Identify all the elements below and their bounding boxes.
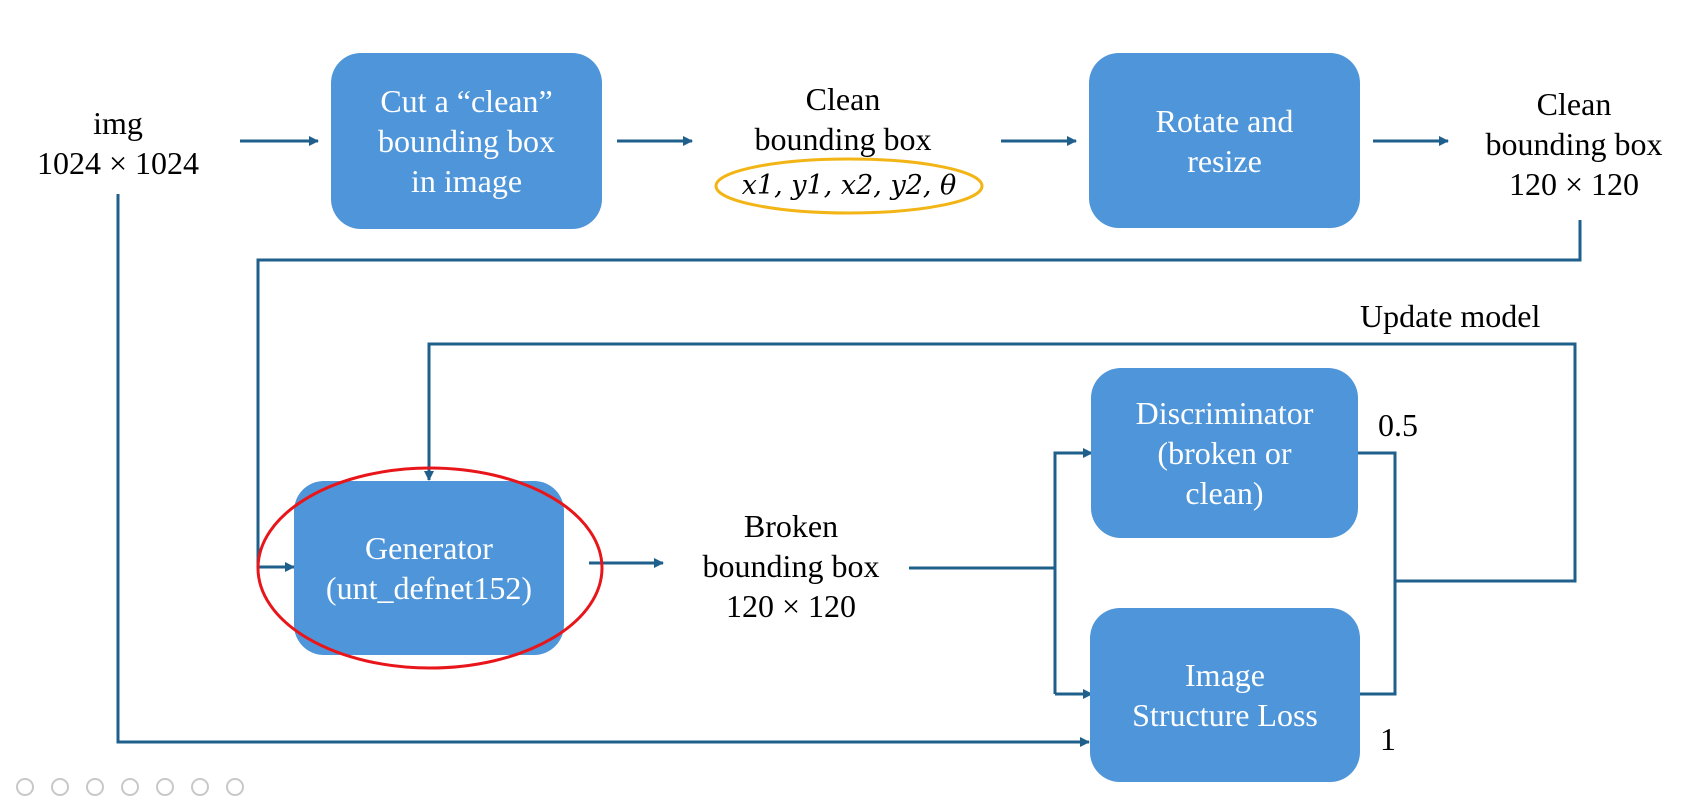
discriminator-weight-label: 0.5 xyxy=(1378,407,1418,443)
discriminator-box: Discriminator (broken or clean) xyxy=(1091,368,1358,538)
discriminator-line1: Discriminator xyxy=(1135,395,1314,431)
arrow-split-to-discriminator xyxy=(1053,448,1093,694)
discriminator-line2: (broken or xyxy=(1157,435,1292,471)
cut-box-line1: Cut a “clean” xyxy=(380,83,553,119)
clean-bbox-coords-line2: bounding box xyxy=(754,121,932,157)
clean-bbox-coords-line1: Clean xyxy=(805,81,881,117)
progress-dot xyxy=(191,778,209,796)
progress-dot xyxy=(121,778,139,796)
highlight-ellipse-coords xyxy=(714,157,984,215)
broken-bbox-line3: 120 × 120 xyxy=(725,588,857,624)
clean-bbox-120-line2: bounding box xyxy=(1485,126,1663,162)
image-structure-loss-box: Image Structure Loss xyxy=(1090,608,1360,782)
line-discriminator-out xyxy=(1358,451,1397,696)
rotate-box-line2: resize xyxy=(1187,142,1262,179)
broken-bbox-label: Broken bounding box 120 × 120 xyxy=(703,506,880,626)
cut-clean-bbox-box: Cut a “clean” bounding box in image xyxy=(331,53,602,229)
arrow-update-model-feedback xyxy=(424,342,1577,583)
cut-box-line2: bounding box xyxy=(378,123,555,159)
progress-dot xyxy=(156,778,174,796)
update-model-label: Update model xyxy=(1360,298,1541,334)
broken-bbox-line2: bounding box xyxy=(702,548,880,584)
clean-bbox-120-line1: Clean xyxy=(1536,86,1612,122)
input-image-size: 1024 × 1024 xyxy=(36,145,200,181)
rotate-box-line1: Rotate and xyxy=(1155,102,1294,139)
progress-dot xyxy=(226,778,244,796)
progress-dot xyxy=(51,778,69,796)
input-image-name: img xyxy=(93,105,143,141)
generator-box: Generator (unt_defnet152) xyxy=(294,481,564,655)
loss-line1: Image xyxy=(1185,657,1265,693)
generator-line1: Generator xyxy=(365,530,493,566)
loss-line2: Structure Loss xyxy=(1132,697,1318,733)
generator-line2: (unt_defnet152) xyxy=(325,570,533,606)
arrow-clean120-to-generator xyxy=(256,220,1582,572)
cut-box-line3: in image xyxy=(410,163,523,199)
progress-dot xyxy=(16,778,34,796)
clean-bbox-coords-label: Clean bounding box xyxy=(755,79,932,159)
bbox-coords-math: x1, y1, x2, y2, θ xyxy=(741,170,957,201)
arrow-img-to-loss xyxy=(116,194,1090,747)
slide-progress-dots xyxy=(16,778,261,801)
discriminator-line3: clean) xyxy=(1185,475,1264,511)
broken-bbox-line1: Broken xyxy=(743,508,839,544)
highlight-circle-generator xyxy=(256,466,604,670)
loss-weight-label: 1 xyxy=(1380,721,1396,757)
progress-dot xyxy=(86,778,104,796)
rotate-resize-box: Rotate and resize xyxy=(1089,53,1360,228)
clean-bbox-120-label: Clean bounding box 120 × 120 xyxy=(1486,84,1663,204)
input-image-label: img 1024 × 1024 xyxy=(37,103,199,183)
clean-bbox-120-line3: 120 × 120 xyxy=(1508,166,1640,202)
